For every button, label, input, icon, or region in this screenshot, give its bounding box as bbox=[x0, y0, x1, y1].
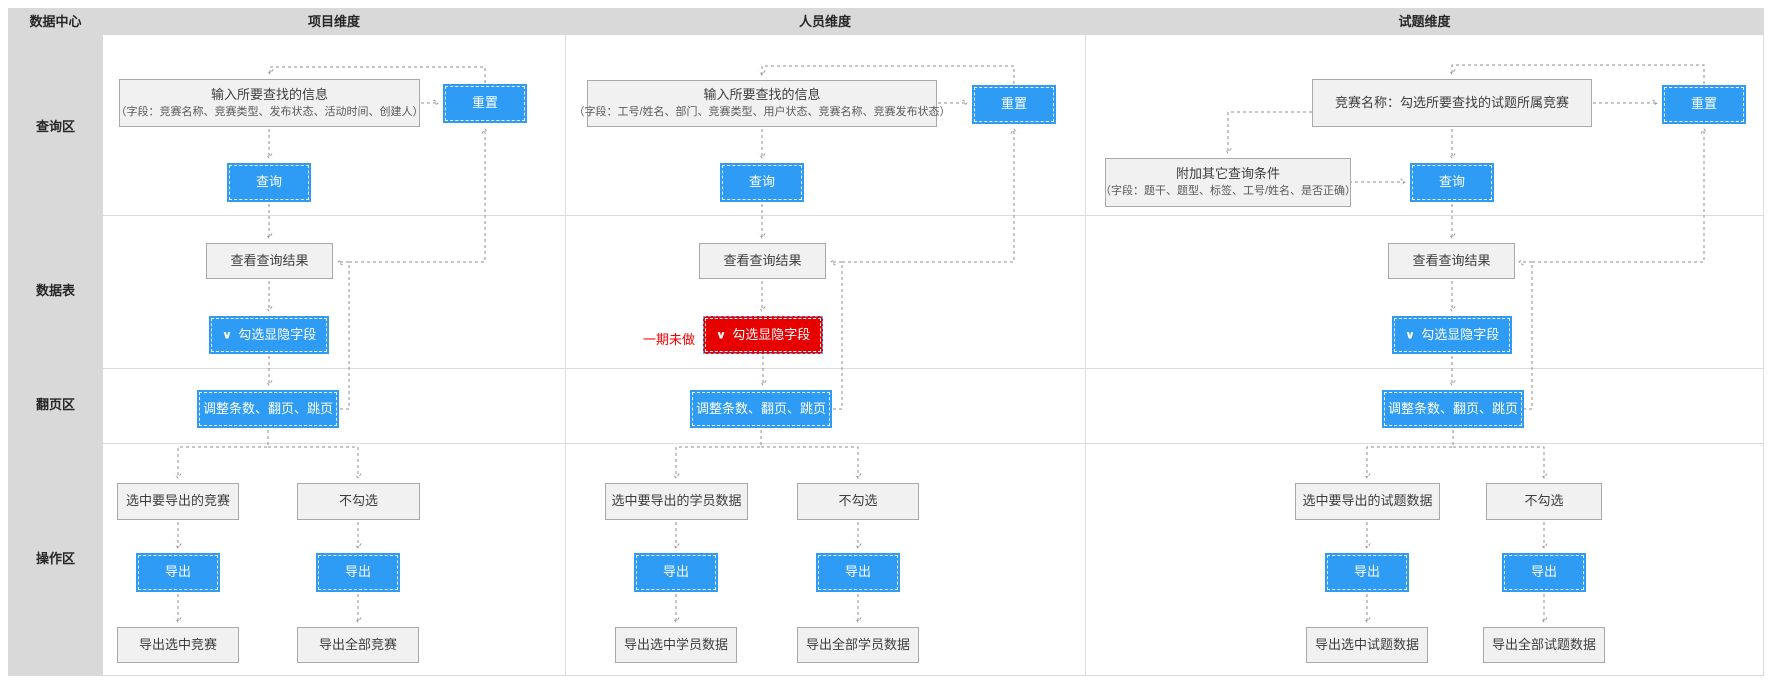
row-divider bbox=[103, 368, 1764, 369]
chevron-down-icon: ∨ bbox=[1404, 328, 1416, 341]
personnel-no-select-box: 不勾选 bbox=[797, 483, 919, 520]
question-extra-filter-fields: （字段：题干、题型、标签、工号/姓名、是否正确） bbox=[1099, 185, 1357, 198]
right-edge-divider bbox=[1763, 35, 1764, 676]
question-extra-filter-title: 附加其它查询条件 bbox=[1175, 166, 1280, 181]
project-input-title: 输入所要查找的信息 bbox=[210, 86, 328, 102]
project-query-button[interactable]: 查询 bbox=[227, 163, 311, 202]
personnel-export-selected-button[interactable]: 导出 bbox=[634, 553, 718, 592]
question-no-select-box: 不勾选 bbox=[1486, 483, 1602, 520]
question-toggle-fields-label: 勾选显隐字段 bbox=[1421, 326, 1500, 342]
question-reset-button[interactable]: 重置 bbox=[1662, 85, 1746, 124]
question-query-button[interactable]: 查询 bbox=[1410, 163, 1494, 202]
question-extra-filter-box: 附加其它查询条件 （字段：题干、题型、标签、工号/姓名、是否正确） bbox=[1100, 158, 1356, 207]
personnel-export-all-button[interactable]: 导出 bbox=[816, 553, 900, 592]
phase-note-label: 一期未做 bbox=[642, 332, 695, 347]
project-view-results-box: 查看查询结果 bbox=[206, 243, 333, 279]
personnel-select-export-box: 选中要导出的学员数据 bbox=[605, 483, 748, 520]
project-input-fields: （字段：竞赛名称、竞赛类型、发布状态、活动时间、创建人） bbox=[115, 105, 424, 118]
project-export-all-result-box: 导出全部竞赛 bbox=[297, 627, 419, 663]
question-export-all-result-box: 导出全部试题数据 bbox=[1483, 627, 1605, 663]
project-toggle-fields-button[interactable]: ∨ 勾选显隐字段 bbox=[209, 316, 329, 354]
personnel-pagination-button[interactable]: 调整条数、翻页、跳页 bbox=[690, 390, 832, 428]
column-header-personnel: 人员维度 bbox=[798, 14, 851, 29]
question-view-results-box: 查看查询结果 bbox=[1388, 243, 1515, 279]
project-pagination-button[interactable]: 调整条数、翻页、跳页 bbox=[197, 390, 339, 428]
bottom-divider bbox=[103, 675, 1764, 676]
column-header-project: 项目维度 bbox=[307, 14, 360, 29]
chevron-down-icon: ∨ bbox=[715, 328, 727, 341]
project-select-export-box: 选中要导出的竞赛 bbox=[117, 483, 239, 520]
column-divider bbox=[1085, 35, 1086, 676]
personnel-input-title: 输入所要查找的信息 bbox=[703, 87, 821, 102]
header-band bbox=[8, 8, 1764, 35]
row-label-operation-area: 操作区 bbox=[35, 551, 75, 566]
personnel-reset-button[interactable]: 重置 bbox=[972, 85, 1056, 124]
project-toggle-fields-label: 勾选显隐字段 bbox=[238, 326, 317, 342]
question-select-export-box: 选中要导出的试题数据 bbox=[1295, 483, 1440, 520]
project-reset-button[interactable]: 重置 bbox=[443, 84, 527, 123]
row-label-paging-area: 翻页区 bbox=[35, 397, 75, 412]
personnel-toggle-fields-button[interactable]: ∨ 勾选显隐字段 bbox=[703, 316, 823, 354]
chevron-down-icon: ∨ bbox=[221, 328, 233, 341]
project-export-selected-button[interactable]: 导出 bbox=[136, 553, 220, 592]
question-pagination-button[interactable]: 调整条数、翻页、跳页 bbox=[1382, 390, 1524, 428]
sidebar-band bbox=[8, 35, 103, 676]
question-export-selected-button[interactable]: 导出 bbox=[1325, 553, 1409, 592]
row-label-data-table: 数据表 bbox=[35, 283, 75, 298]
question-export-selected-result-box: 导出选中试题数据 bbox=[1306, 627, 1428, 663]
project-export-selected-result-box: 导出选中竞赛 bbox=[117, 627, 239, 663]
project-no-select-box: 不勾选 bbox=[297, 483, 420, 520]
personnel-toggle-fields-label: 勾选显隐字段 bbox=[732, 326, 811, 342]
personnel-view-results-box: 查看查询结果 bbox=[699, 243, 826, 279]
project-input-box: 输入所要查找的信息 （字段：竞赛名称、竞赛类型、发布状态、活动时间、创建人） bbox=[116, 79, 424, 127]
personnel-export-all-result-box: 导出全部学员数据 bbox=[797, 627, 919, 663]
question-contest-select-box: 竞赛名称：勾选所要查找的试题所属竞赛 bbox=[1312, 79, 1592, 127]
personnel-input-box: 输入所要查找的信息 （字段：工号/姓名、部门、竞赛类型、用户状态、竞赛名称、竞赛… bbox=[573, 80, 951, 127]
row-label-query-area: 查询区 bbox=[35, 119, 75, 134]
personnel-query-button[interactable]: 查询 bbox=[720, 163, 804, 202]
column-divider bbox=[565, 35, 566, 676]
project-export-all-button[interactable]: 导出 bbox=[316, 553, 400, 592]
column-header-question: 试题维度 bbox=[1398, 14, 1451, 29]
question-toggle-fields-button[interactable]: ∨ 勾选显隐字段 bbox=[1392, 316, 1512, 354]
row-divider bbox=[103, 215, 1764, 216]
personnel-export-selected-result-box: 导出选中学员数据 bbox=[615, 627, 737, 663]
row-divider bbox=[103, 443, 1764, 444]
question-export-all-button[interactable]: 导出 bbox=[1502, 553, 1586, 592]
personnel-input-fields: （字段：工号/姓名、部门、竞赛类型、用户状态、竞赛名称、竞赛发布状态） bbox=[573, 106, 951, 119]
page-title: 数据中心 bbox=[29, 14, 82, 29]
